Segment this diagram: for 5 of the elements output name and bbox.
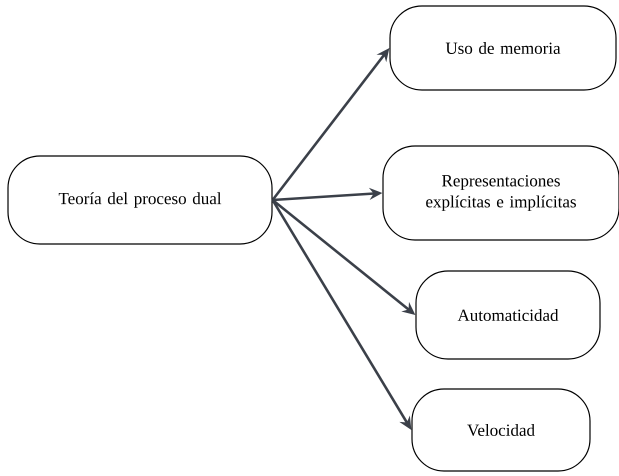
rounded-box: Teoría del proceso dual (7, 155, 273, 245)
rounded-box: Velocidad (411, 388, 591, 472)
rounded-box: Automaticidad (415, 270, 601, 360)
rounded-box: Uso de memoria (389, 5, 617, 91)
rounded-box: Representaciones explícitas e implícitas (382, 145, 619, 241)
